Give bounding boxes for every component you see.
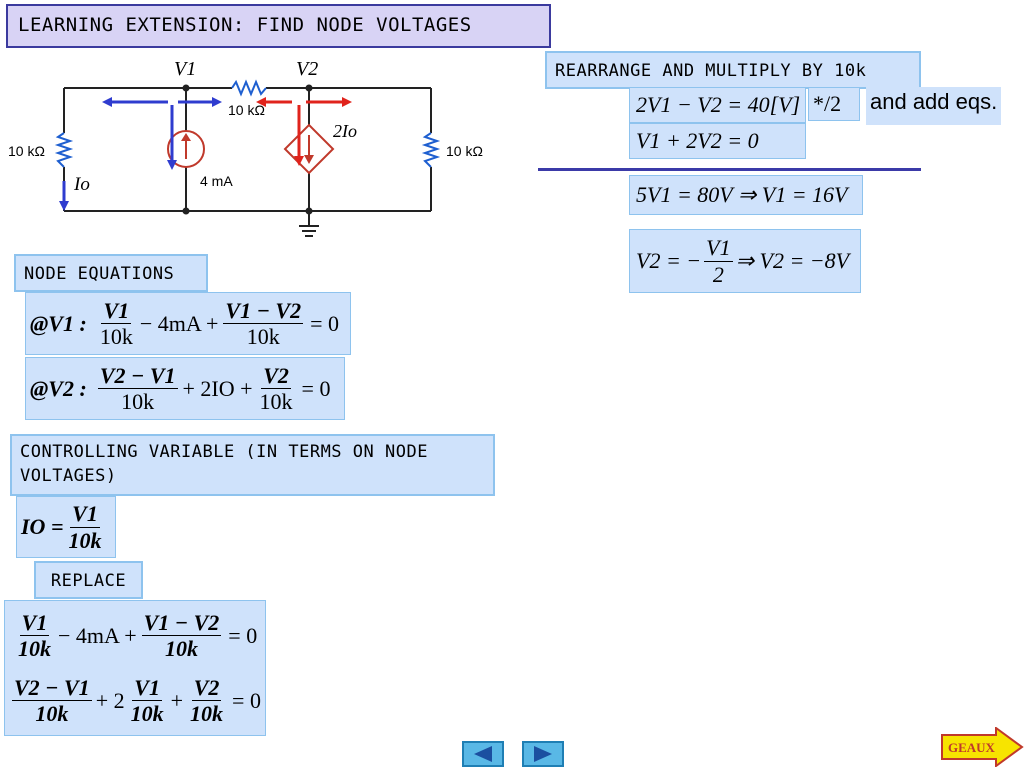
next-button[interactable] bbox=[522, 741, 564, 767]
page-title: LEARNING EXTENSION: FIND NODE VOLTAGES bbox=[6, 4, 551, 48]
prev-button[interactable] bbox=[462, 741, 504, 767]
dependent-source bbox=[283, 123, 335, 175]
rearrange-op: */2 bbox=[808, 87, 860, 121]
geaux-button[interactable]: GEAUX bbox=[940, 726, 1024, 772]
io-label: Io bbox=[73, 174, 90, 195]
geaux-label: GEAUX bbox=[948, 740, 996, 755]
rearrange-note: and add eqs. bbox=[866, 87, 1002, 125]
ground-symbol bbox=[299, 225, 319, 237]
rearrange-header: REARRANGE AND MULTIPLY BY 10k bbox=[545, 51, 921, 89]
node-v2-label: V2 bbox=[296, 58, 318, 80]
resistor-left bbox=[54, 132, 74, 168]
arrow-right-icon bbox=[534, 746, 552, 762]
dependent-source-label: 2Io bbox=[333, 121, 357, 141]
circuit-diagram: V1 V2 10 kΩ 10 kΩ 10 kΩ 4 mA 2Io Io bbox=[8, 58, 483, 237]
divider-line bbox=[538, 168, 921, 171]
geaux-arrow-icon: GEAUX bbox=[941, 726, 1024, 768]
replace-header: REPLACE bbox=[34, 561, 143, 599]
result-v1: 5V1 = 80V ⇒ V1 = 16V bbox=[629, 175, 863, 215]
rearrange-eq2: V1 + 2V2 = 0 bbox=[629, 123, 806, 159]
resistor-left-label: 10 kΩ bbox=[8, 143, 45, 159]
resistor-right-label: 10 kΩ bbox=[446, 143, 483, 159]
controlling-variable-header: CONTROLLING VARIABLE (IN TERMS ON NODE V… bbox=[10, 434, 495, 496]
resistor-top-label: 10 kΩ bbox=[228, 102, 265, 118]
node-equations-header: NODE EQUATIONS bbox=[14, 254, 208, 292]
resistor-right bbox=[421, 132, 441, 168]
current-source-label: 4 mA bbox=[200, 173, 233, 189]
current-source bbox=[167, 130, 205, 168]
node-v1-label: V1 bbox=[174, 58, 196, 80]
arrow-left-icon bbox=[474, 746, 492, 762]
resistor-top bbox=[231, 79, 267, 97]
rearrange-eq1: 2V1 − V2 = 40[V] bbox=[629, 87, 806, 123]
